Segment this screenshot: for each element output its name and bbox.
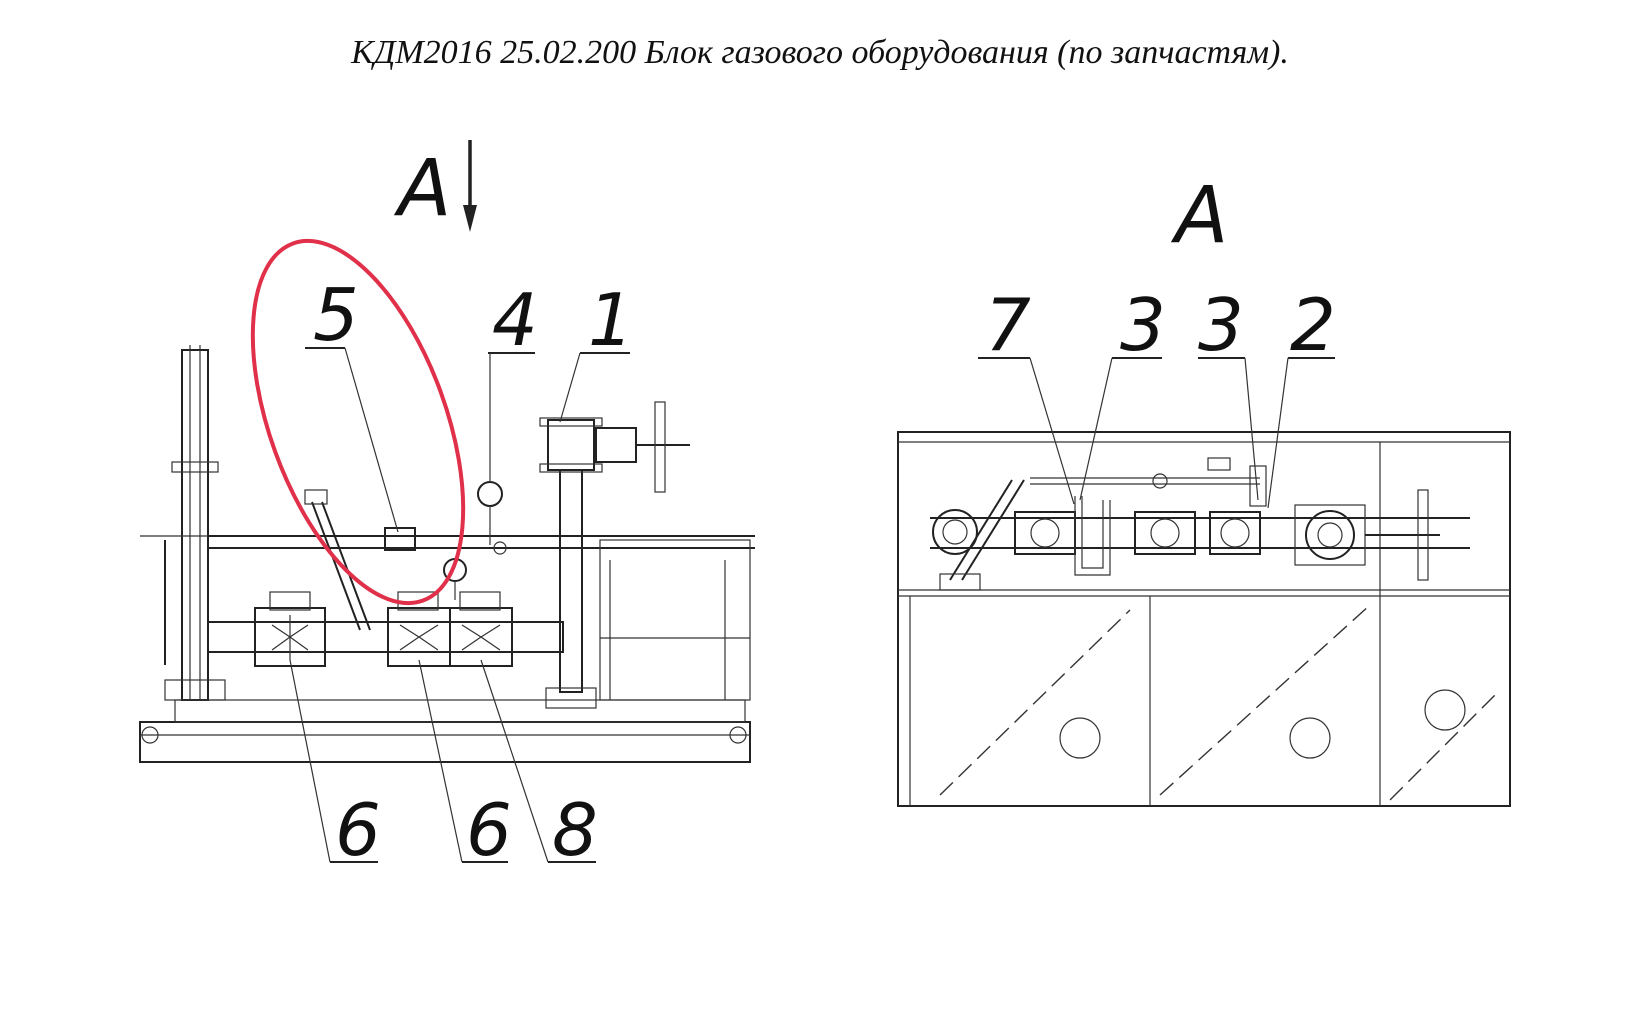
svg-text:6: 6 xyxy=(466,788,512,872)
base-frame xyxy=(139,721,751,763)
vertical-pipe xyxy=(181,349,209,701)
svg-text:3: 3 xyxy=(1198,283,1244,367)
flange-left xyxy=(932,509,978,555)
handwheel xyxy=(1365,489,1440,581)
crosshatch-pattern xyxy=(1059,689,1466,759)
callout-3-left: 3 xyxy=(1079,283,1166,501)
callout-6-middle: 6 xyxy=(418,659,512,872)
view-marker-right: A xyxy=(1170,171,1228,261)
svg-text:6: 6 xyxy=(335,788,381,872)
svg-text:5: 5 xyxy=(313,273,359,357)
svg-text:1: 1 xyxy=(588,278,634,362)
highlight-ellipse xyxy=(250,238,466,606)
callout-5: 5 xyxy=(305,273,399,533)
left-view: A xyxy=(139,140,755,872)
svg-text:8: 8 xyxy=(552,788,598,872)
main-pipe xyxy=(207,621,564,653)
pressure-switch xyxy=(384,527,416,551)
view-marker-left: A xyxy=(393,144,451,234)
view-arrow xyxy=(463,140,477,232)
callout-4: 4 xyxy=(488,278,538,482)
frame-outline xyxy=(897,431,1511,807)
right-view: A xyxy=(897,171,1511,807)
filter-valve xyxy=(449,591,513,667)
callout-1: 1 xyxy=(559,278,634,423)
svg-text:3: 3 xyxy=(1120,283,1166,367)
callout-2: 2 xyxy=(1267,283,1336,509)
callout-7: 7 xyxy=(978,283,1075,505)
drawing-title: КДМ2016 25.02.200 Блок газового оборудов… xyxy=(351,34,1289,71)
svg-text:7: 7 xyxy=(985,283,1031,367)
callout-3-right: 3 xyxy=(1198,283,1259,501)
svg-text:2: 2 xyxy=(1290,283,1336,367)
svg-text:4: 4 xyxy=(492,278,538,362)
pressure-gauge xyxy=(477,481,507,555)
solenoid-valve-left xyxy=(254,591,326,667)
gate-valve xyxy=(539,401,690,493)
callout-8: 8 xyxy=(480,659,598,872)
callout-6-left: 6 xyxy=(289,659,381,872)
flange-right xyxy=(1305,510,1355,560)
